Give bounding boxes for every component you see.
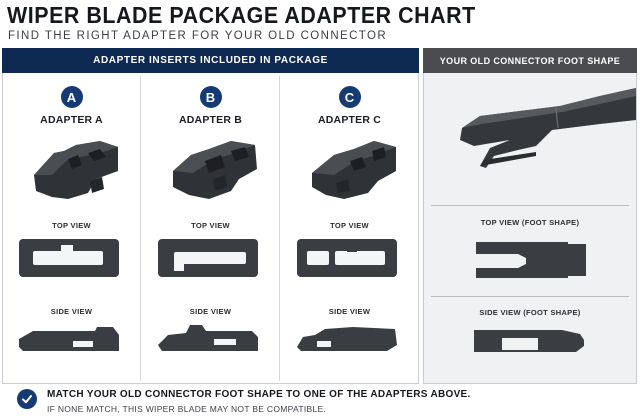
adapter-a-isometric-image: [34, 141, 118, 199]
connector-divider: [431, 296, 629, 297]
check-icon: [17, 389, 37, 409]
wiper-arm-connector-image: [460, 88, 636, 168]
adapter-c-isometric-image: [312, 141, 396, 199]
adapter-b-isometric-image: [173, 141, 257, 199]
adapter-b-side-view-image: [158, 325, 258, 351]
page-title: WIPER BLADE PACKAGE ADAPTER CHART: [7, 2, 476, 28]
adapter-column-b: B ADAPTER B TOP VIEW SIDE VIEW: [141, 73, 280, 384]
adapter-badge-b: B: [199, 86, 222, 108]
adapter-b-top-view-image: [158, 239, 258, 277]
adapter-badge-c: C: [338, 86, 361, 108]
column-divider: [279, 76, 280, 381]
column-divider: [140, 76, 141, 381]
adapter-a-top-view-label: TOP VIEW: [52, 221, 91, 230]
adapter-b-side-view-label: SIDE VIEW: [189, 307, 232, 316]
adapter-c-top-view-label: TOP VIEW: [330, 221, 369, 230]
adapter-column-c: C ADAPTER C TOP VIEW SIDE VIEW: [280, 73, 419, 384]
adapter-label-a: ADAPTER A: [40, 114, 103, 126]
adapter-badge-a: A: [60, 86, 83, 108]
adapter-a-side-view-label: SIDE VIEW: [50, 307, 93, 316]
connector-top-view-image: [476, 242, 586, 278]
connector-foot-header: YOUR OLD CONNECTOR FOOT SHAPE: [423, 48, 637, 73]
adapter-c-side-view-label: SIDE VIEW: [328, 307, 371, 316]
connector-side-view-label: SIDE VIEW (FOOT SHAPE): [479, 308, 581, 317]
adapter-b-top-view-label: TOP VIEW: [191, 221, 230, 230]
connector-divider: [431, 205, 629, 206]
adapter-inserts-header: ADAPTER INSERTS INCLUDED IN PACKAGE: [2, 48, 419, 73]
connector-side-view-image: [474, 330, 584, 352]
adapter-a-top-view-image: [19, 239, 119, 277]
adapter-a-side-view-image: [19, 327, 119, 351]
adapter-c-top-view-image: [297, 239, 397, 277]
adapter-label-b: ADAPTER B: [178, 114, 243, 126]
footer-compatibility-note: IF NONE MATCH, THIS WIPER BLADE MAY NOT …: [47, 404, 327, 414]
footer-instruction: MATCH YOUR OLD CONNECTOR FOOT SHAPE TO O…: [47, 389, 471, 400]
adapter-label-c: ADAPTER C: [317, 114, 382, 126]
page-subtitle: FIND THE RIGHT ADAPTER FOR YOUR OLD CONN…: [8, 30, 388, 42]
adapter-c-side-view-image: [297, 327, 397, 351]
connector-top-view-label: TOP VIEW (FOOT SHAPE): [480, 218, 580, 227]
adapter-column-a: A ADAPTER A TOP VIEW SIDE VIEW: [2, 73, 141, 384]
